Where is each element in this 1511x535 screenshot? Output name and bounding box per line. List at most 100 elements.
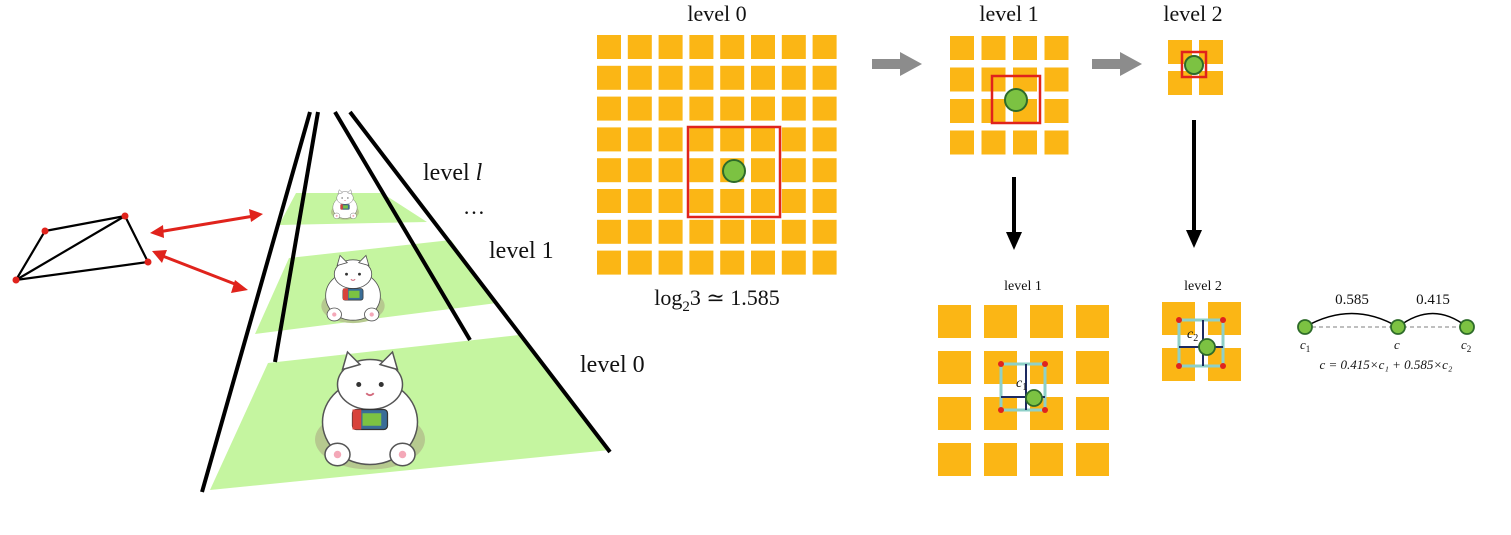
grid-tile xyxy=(720,219,745,244)
red-search-window xyxy=(990,74,1042,125)
corner-dot xyxy=(1176,363,1182,369)
grid-tile xyxy=(812,65,837,90)
green-point-c1 xyxy=(1025,389,1043,407)
grid-tile xyxy=(751,65,775,90)
down-arrow-level-2 xyxy=(1186,120,1202,248)
corner-dot xyxy=(1220,317,1226,323)
cyan-cell-box xyxy=(1177,318,1225,368)
weight-arc-right xyxy=(1397,312,1468,328)
down-arrow-level-1 xyxy=(1006,177,1022,250)
grid-tile xyxy=(658,96,683,121)
label-c: c xyxy=(1394,337,1400,352)
grid-tile xyxy=(627,127,652,152)
grid-tile xyxy=(981,99,1006,123)
grid-tile xyxy=(984,443,1017,476)
grid-tile xyxy=(720,127,745,152)
grid-tile xyxy=(981,130,1006,155)
grid-tile xyxy=(689,65,714,90)
quad-outline xyxy=(13,214,150,282)
pyramid-label-level-1: level 1 xyxy=(489,238,554,264)
quadrilateral-shape xyxy=(12,212,152,284)
detail-title-level-1: level 1 xyxy=(1004,279,1042,294)
grid-tile xyxy=(689,158,714,183)
grid-tile xyxy=(751,250,775,275)
label-c1: c1 xyxy=(1300,337,1310,354)
double-arrow-bottom xyxy=(159,253,241,288)
double-arrow-top xyxy=(157,214,255,234)
weight-arc-left xyxy=(1304,312,1399,328)
grid-tile xyxy=(597,35,621,59)
grid-tile xyxy=(720,35,745,59)
corner-dot xyxy=(998,361,1004,367)
grid-tile xyxy=(938,305,971,338)
grid-tile xyxy=(781,65,806,90)
grid-tile xyxy=(1044,67,1069,92)
grid-tile xyxy=(689,127,714,152)
grid-tile xyxy=(597,65,621,90)
grid-tile xyxy=(597,96,621,121)
grid-title-level-2: level 2 xyxy=(1163,1,1222,26)
quad-diagonal xyxy=(15,215,126,281)
corner-dot xyxy=(1176,317,1182,323)
grid-tile xyxy=(812,96,837,121)
grid-tile xyxy=(751,127,775,152)
arrowhead xyxy=(249,209,263,222)
grid-tile xyxy=(627,65,652,90)
grid-tile xyxy=(938,443,971,476)
grid-tile xyxy=(781,127,806,152)
gray-arrow-0-to-1 xyxy=(872,52,922,76)
grid-tile xyxy=(751,96,775,121)
green-point-c2 xyxy=(1198,338,1216,356)
point-c2 xyxy=(1459,319,1475,335)
grid-level-1: level 1 xyxy=(950,1,1069,155)
red-search-window xyxy=(686,125,782,219)
grid-level-2: level 2 xyxy=(1163,1,1223,95)
grid-tile xyxy=(751,189,775,213)
weight-label-right: 0.415 xyxy=(1416,292,1450,308)
grid-tile xyxy=(689,189,714,213)
arrowhead xyxy=(150,225,164,238)
grid-tile xyxy=(597,189,621,213)
grid-tile xyxy=(627,219,652,244)
grid-tile xyxy=(938,351,971,384)
corner-dot xyxy=(1042,361,1048,367)
detail-grid-level-1: level 1 c1 xyxy=(938,279,1109,476)
grid-tile xyxy=(627,35,652,59)
correspondence-arrows xyxy=(150,209,263,293)
grid-tile xyxy=(938,397,971,430)
grid-tile xyxy=(751,219,775,244)
grid-tile xyxy=(781,219,806,244)
pyramid-ellipsis: … xyxy=(463,194,485,219)
pyramid-label-level-l: level l xyxy=(423,160,483,186)
grid-tile xyxy=(781,96,806,121)
grid-tile xyxy=(1076,397,1109,430)
grid-tile xyxy=(781,189,806,213)
grid-tile xyxy=(1030,305,1063,338)
grid-tile xyxy=(950,36,974,60)
grid-tile xyxy=(720,189,745,213)
grid-tile xyxy=(597,250,621,275)
grid-tile xyxy=(781,250,806,275)
grid-tile xyxy=(1199,71,1223,95)
grid-tile xyxy=(981,36,1006,60)
grid-tile xyxy=(658,219,683,244)
label-c2: c2 xyxy=(1187,327,1198,344)
grid-tile xyxy=(812,219,837,244)
interpolation-diagram: 0.585 0.415 c1 c c2 c = 0.415×c₁ + 0.585… xyxy=(1297,292,1475,372)
log-caption: log23 ≃ 1.585 xyxy=(654,285,780,315)
quad-vertex xyxy=(41,227,49,235)
green-point xyxy=(1184,55,1204,75)
arrowhead xyxy=(231,280,248,293)
grid-tile xyxy=(812,250,837,275)
quad-vertex xyxy=(144,258,152,266)
point-c xyxy=(1390,319,1406,335)
grid-tile xyxy=(627,189,652,213)
detail-grid-level-2: level 2 c2 xyxy=(1162,279,1241,381)
grid-tile xyxy=(597,127,621,152)
corner-dot xyxy=(998,407,1004,413)
grid-tile xyxy=(812,127,837,152)
grid-tile xyxy=(720,65,745,90)
grid-tile xyxy=(627,96,652,121)
grid-tile xyxy=(950,130,974,155)
